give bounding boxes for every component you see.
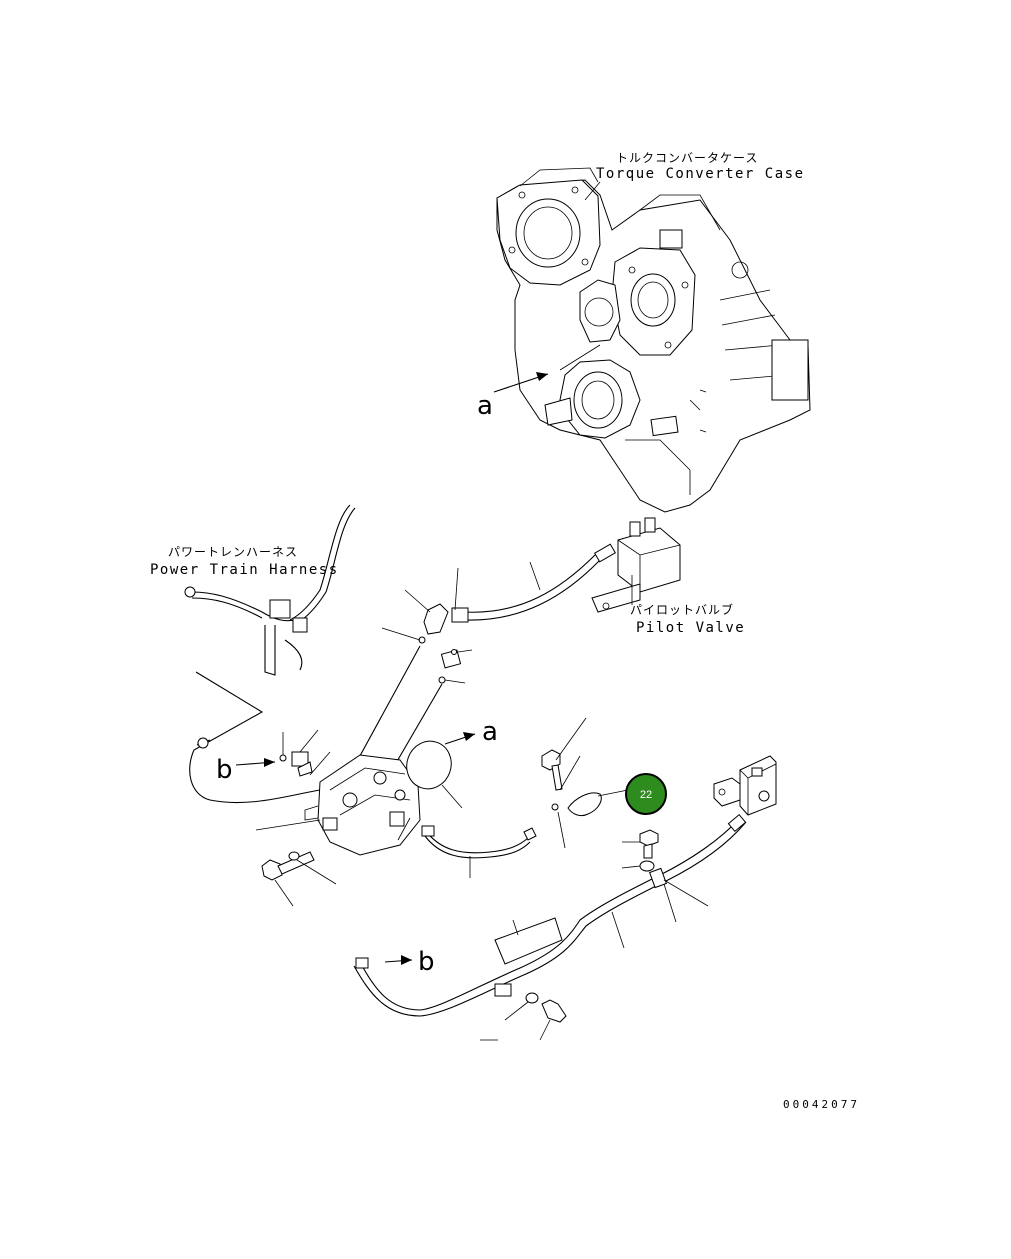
torque-converter-label-jp: トルクコンバータケース [616,151,758,165]
sensor-bracket [541,717,629,849]
sensor-cable [397,817,537,878]
ref-a-upper: a [477,391,493,421]
ref-a-lower: a [482,717,498,747]
callout-22-circle[interactable] [625,773,667,815]
ref-b-left: b [216,755,233,785]
harness-label-jp: パワートレンハーネス [168,545,298,559]
small-fittings [354,645,473,771]
pilot-hose [451,543,616,623]
torque-converter-case [493,167,811,513]
mounting-bolt-right [621,829,659,872]
pilot-valve-label-jp: パイロットバルブ [630,602,734,617]
solenoid-valve-block [713,755,777,816]
document-number: 00042077 [783,1098,860,1111]
harness-label: Power Train Harness [150,562,339,578]
sensor-fittings [279,729,331,777]
power-train-harness [184,504,356,804]
callout-22[interactable]: 22 [625,773,667,815]
pilot-valve [591,517,681,613]
bottom-bolt-washer [480,992,567,1041]
callout-22-number[interactable]: 22 [640,789,652,801]
ref-b-lower: b [418,947,435,977]
torque-converter-label: Torque Converter Case [596,166,805,182]
mounting-bolt-left [261,851,337,907]
pilot-valve-label: Pilot Valve [636,620,745,636]
elbow-fitting [381,589,449,644]
lower-harness [353,813,747,1017]
gasket-o-ring [406,732,476,809]
transmission-valve-body [255,754,421,856]
